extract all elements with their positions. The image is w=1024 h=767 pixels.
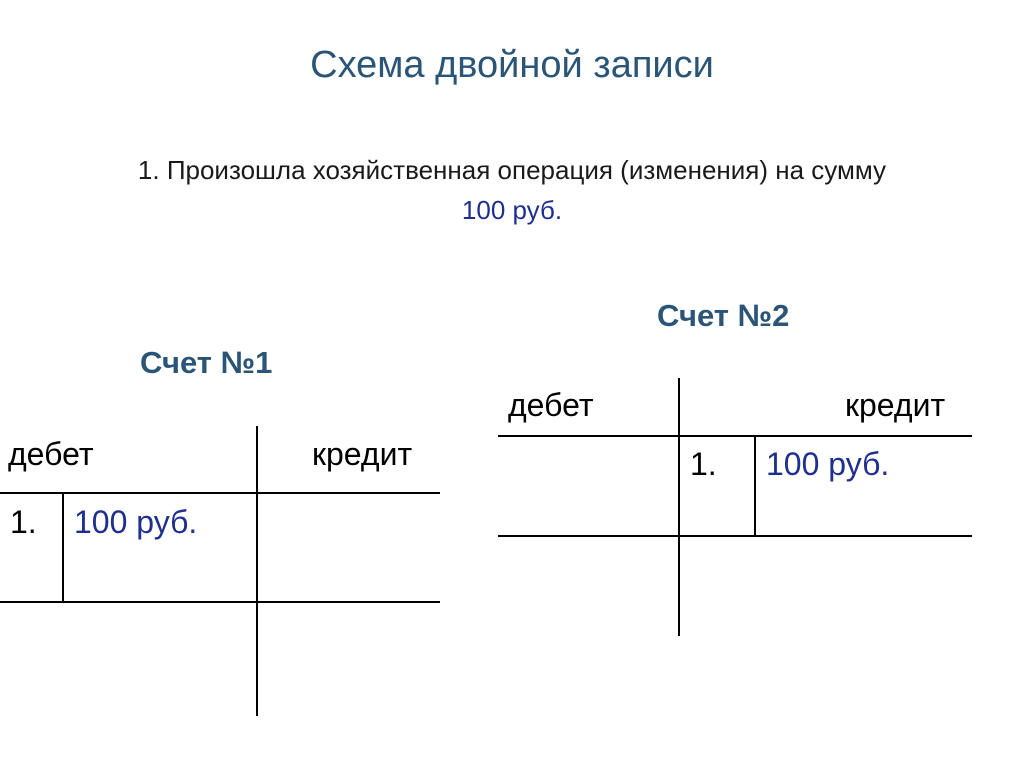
account-2-entry-line: [498, 535, 972, 537]
account-1-entry-line: [0, 601, 440, 603]
account-2-entry-divider: [754, 435, 756, 536]
account-1-header-line: [0, 492, 440, 494]
account-1-debit-label: дебет: [8, 436, 94, 472]
operation-text: 1. Произошла хозяйственная операция (изм…: [137, 155, 887, 185]
account-1-center-line: [256, 426, 258, 716]
operation-description: 1. Произошла хозяйственная операция (изм…: [40, 150, 984, 230]
account-2-debit-label: дебет: [508, 387, 594, 423]
account-2-entry-number: 1.: [690, 446, 717, 482]
slide-title: Схема двойной записи: [310, 44, 714, 86]
account-2-title: Счет №2: [657, 298, 790, 333]
account-1-entry-divider: [62, 492, 64, 602]
account-1-entry-number: 1.: [10, 504, 37, 540]
account-2-entry-amount: 100 руб.: [766, 446, 890, 482]
account-1-entry-amount: 100 руб.: [74, 504, 198, 540]
operation-amount: 100 руб.: [461, 195, 563, 225]
account-1-credit-label: кредит: [312, 436, 413, 472]
account-1-title: Счет №1: [140, 345, 273, 380]
account-2-header-line: [498, 435, 972, 437]
account-2-credit-label: кредит: [845, 387, 946, 423]
account-2-center-line: [678, 378, 680, 636]
